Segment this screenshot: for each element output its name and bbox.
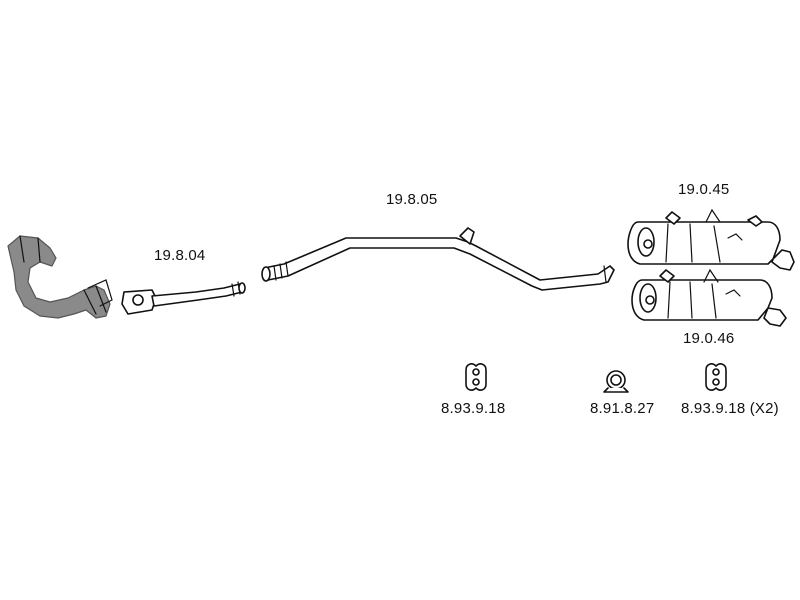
part-label-19-8-04: 19.8.04 [154,247,206,264]
part-label-19-0-45: 19.0.45 [678,181,730,198]
part-label-8-93-9-18: 8.93.9.18 [441,400,506,417]
part-label-19-8-05: 19.8.05 [386,191,438,208]
part-label-19-0-46: 19.0.46 [683,330,735,347]
part-label-8-91-8-27: 8.91.8.27 [590,400,655,417]
pipe-19-8-05 [261,227,615,291]
front-pipe-part [7,235,113,319]
pipe-19-8-04 [121,281,246,315]
rubber-mount-2 [705,363,727,391]
rubber-mount-1 [465,363,487,391]
clamp-8-91-8-27 [603,370,629,393]
rear-silencer-19-0-45 [627,208,795,271]
part-label-8-93-9-18-x2: 8.93.9.18 (X2) [681,400,779,417]
rear-silencer-19-0-46 [631,268,787,327]
